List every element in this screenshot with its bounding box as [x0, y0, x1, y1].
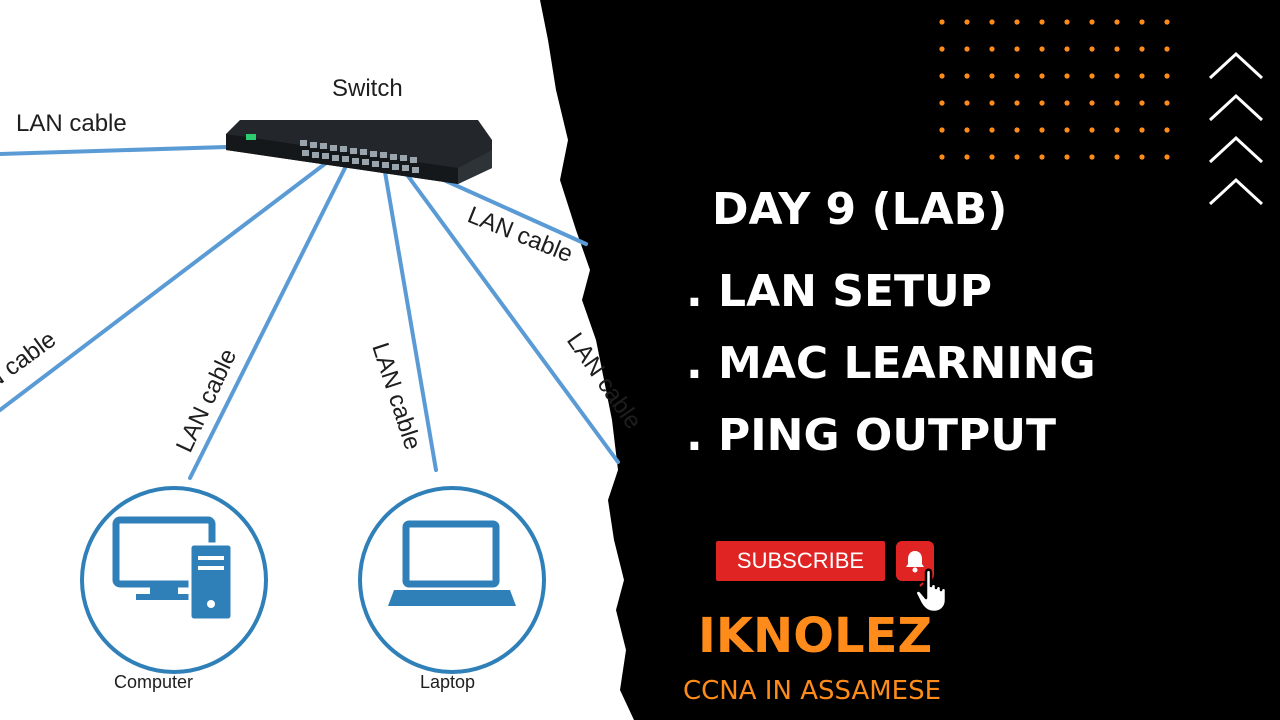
page-title: DAY 9 (LAB) [712, 184, 1008, 235]
dot [989, 127, 995, 133]
dot [1014, 127, 1020, 133]
chevron-up-icons [1208, 51, 1264, 206]
topic-mac-learning: . MAC LEARNING [686, 338, 1096, 389]
dot [1039, 127, 1045, 133]
dot [1139, 73, 1145, 79]
dot [939, 19, 945, 25]
cable-laptop [383, 170, 438, 472]
dot [1139, 100, 1145, 106]
dot [1164, 154, 1170, 160]
dot [1064, 127, 1070, 133]
dot [1064, 73, 1070, 79]
bell-icon [906, 551, 924, 573]
dot-grid-decoration [939, 19, 1170, 160]
dot [1139, 46, 1145, 52]
dot [989, 46, 995, 52]
dot [964, 73, 970, 79]
dot [1064, 100, 1070, 106]
dot [1089, 127, 1095, 133]
dot [1014, 100, 1020, 106]
dot [1114, 127, 1120, 133]
dot [1114, 46, 1120, 52]
cable-computer [188, 166, 347, 480]
dot [1139, 154, 1145, 160]
channel-tagline: CCNA IN ASSAMESE [683, 676, 942, 706]
laptop-device [358, 486, 546, 674]
dot [1014, 73, 1020, 79]
dot [989, 19, 995, 25]
dot [989, 100, 995, 106]
dot [1064, 154, 1070, 160]
cable-left [0, 144, 260, 156]
dot [964, 127, 970, 133]
cable-label-left: LAN cable [16, 110, 127, 137]
dot [1039, 100, 1045, 106]
cable-right-high [433, 174, 588, 246]
dot [964, 46, 970, 52]
channel-name: IKNOLEZ [698, 608, 933, 664]
dot [1164, 73, 1170, 79]
dot [939, 73, 945, 79]
topic-ping-output: . PING OUTPUT [686, 410, 1057, 461]
laptop-label: Laptop [420, 672, 475, 692]
dot [939, 46, 945, 52]
dot [1164, 100, 1170, 106]
dot [1014, 19, 1020, 25]
dot [989, 73, 995, 79]
dot [1114, 154, 1120, 160]
dot [1164, 46, 1170, 52]
dot [939, 100, 945, 106]
switch-label: Switch [332, 75, 403, 102]
dot [1039, 46, 1045, 52]
topic-lan-setup: . LAN SETUP [686, 266, 993, 317]
dot [1114, 19, 1120, 25]
cable-right-low [403, 170, 620, 464]
dot [1039, 154, 1045, 160]
dot [939, 127, 945, 133]
dot [1039, 73, 1045, 79]
hand-cursor-icon [914, 568, 948, 614]
dot [964, 154, 970, 160]
dot [1139, 127, 1145, 133]
dot [1114, 100, 1120, 106]
dot [939, 154, 945, 160]
dot [1089, 46, 1095, 52]
dot [1014, 154, 1020, 160]
dot [1014, 46, 1020, 52]
dot [1089, 154, 1095, 160]
subscribe-button[interactable]: SUBSCRIBE [716, 541, 885, 581]
lan-cables [0, 144, 620, 480]
dot [1114, 73, 1120, 79]
diagram-panel [0, 0, 634, 720]
dot [1089, 100, 1095, 106]
cable-far-left [0, 158, 332, 412]
computer-label: Computer [114, 672, 193, 692]
dot [1164, 19, 1170, 25]
computer-device [80, 486, 268, 674]
dot [1089, 73, 1095, 79]
dot [1164, 127, 1170, 133]
dot [1089, 19, 1095, 25]
dot [964, 19, 970, 25]
dot [1039, 19, 1045, 25]
dot [1064, 19, 1070, 25]
switch-device [226, 120, 492, 184]
dot [1064, 46, 1070, 52]
dot [989, 154, 995, 160]
dot [964, 100, 970, 106]
dot [1139, 19, 1145, 25]
